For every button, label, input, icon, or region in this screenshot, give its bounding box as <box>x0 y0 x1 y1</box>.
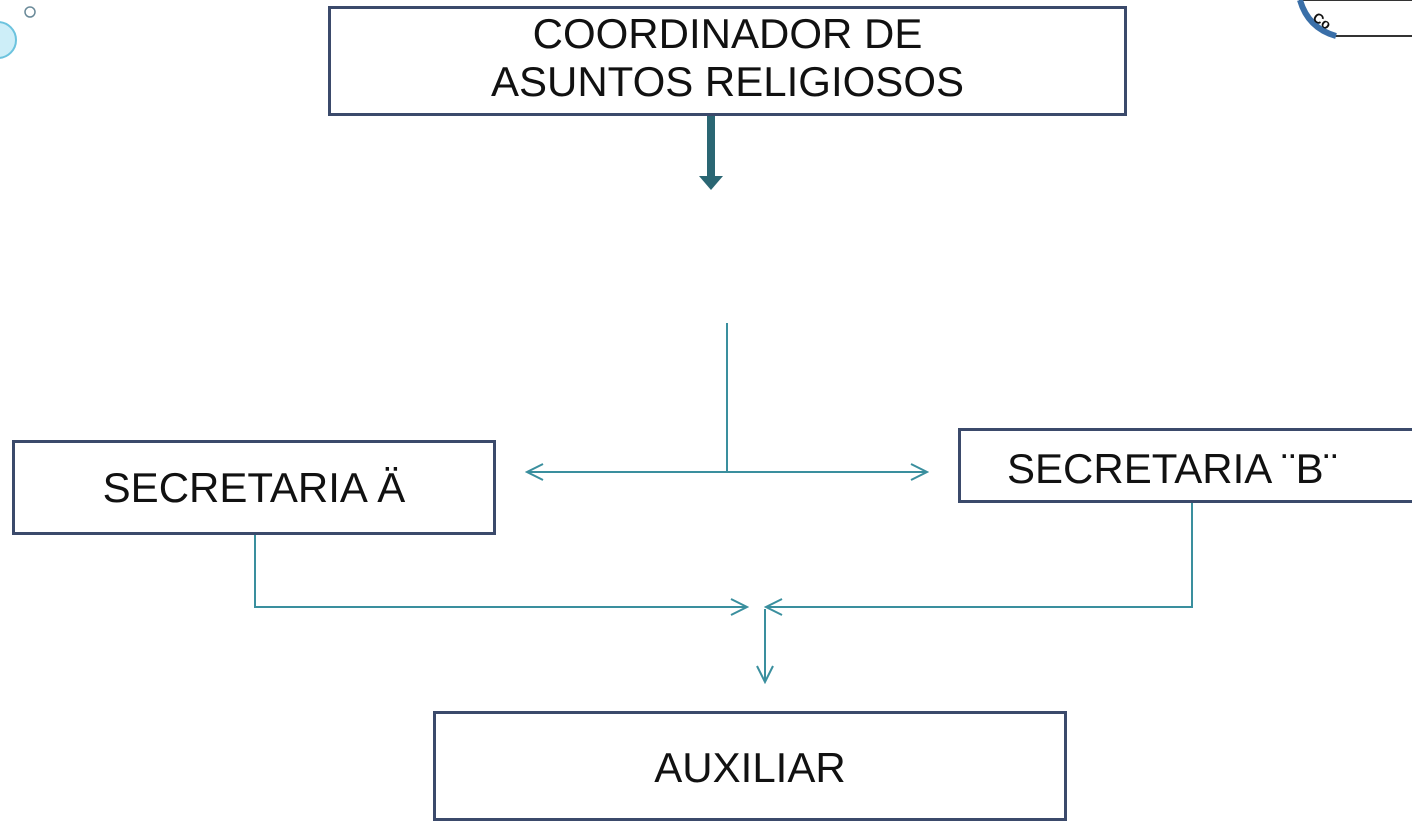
box-coordinador: COORDINADOR DE ASUNTOS RELIGIOSOS <box>328 6 1127 116</box>
box-secretaria-b: SECRETARIA ¨B¨ <box>958 428 1412 503</box>
box-secretaria-a: SECRETARIA Ä <box>12 440 496 535</box>
connector-lines <box>254 116 1193 798</box>
coordinador-label: COORDINADOR DE ASUNTOS RELIGIOSOS <box>490 10 964 105</box>
bubble-decoration <box>0 6 36 59</box>
line-from-secretaria-b <box>766 503 1193 607</box>
thick-down-arrow <box>699 116 723 190</box>
secretaria-a-label: SECRETARIA Ä <box>102 463 406 511</box>
line-from-secretaria-a <box>254 535 747 607</box>
secretaria-b-label: SECRETARIA ¨B¨ <box>1007 445 1338 492</box>
seal-logo-fragment: Co <box>1297 0 1412 39</box>
auxiliar-label: AUXILIAR <box>654 744 846 791</box>
box-auxiliar: AUXILIAR <box>433 711 1067 821</box>
